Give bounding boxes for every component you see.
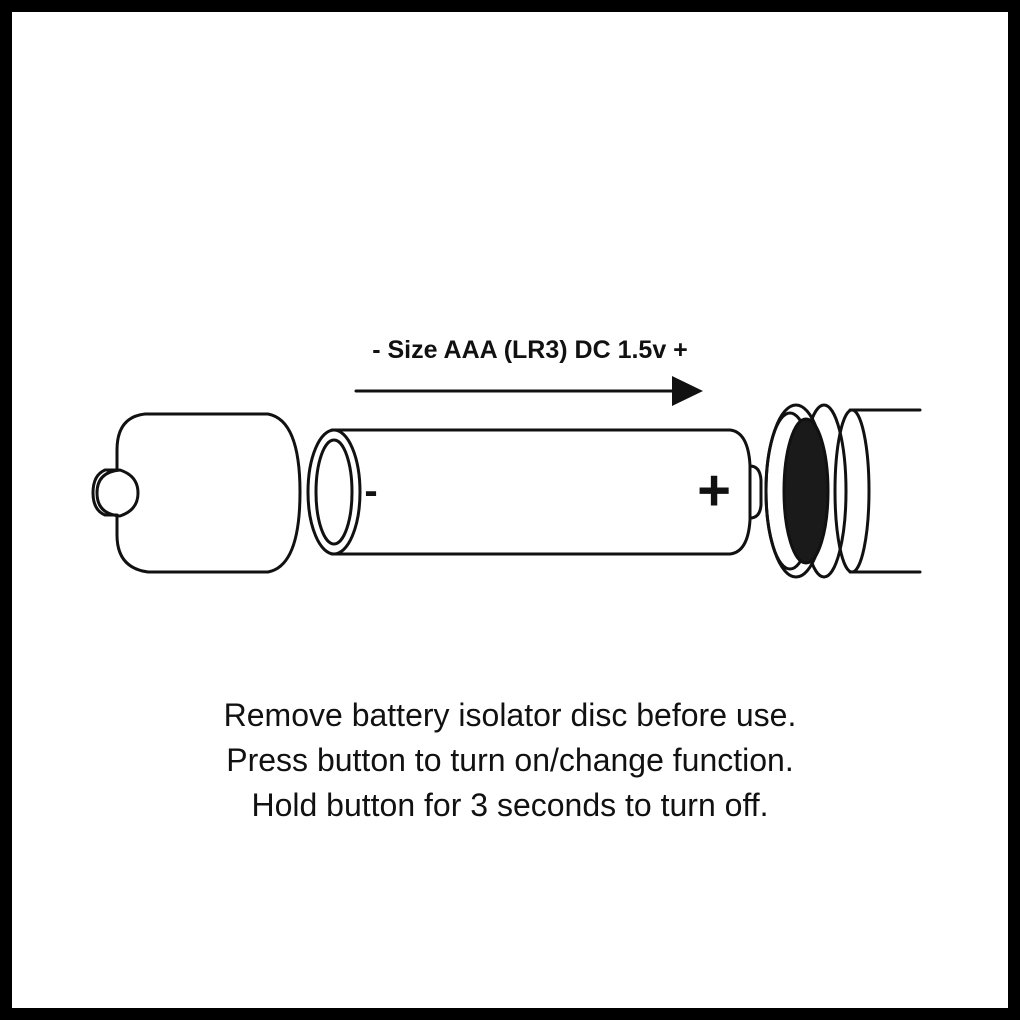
insertion-direction-arrow [354, 376, 703, 406]
instruction-line: Hold button for 3 seconds to turn off. [251, 787, 769, 823]
device-body-opening [764, 403, 922, 579]
cap-button [95, 468, 140, 518]
instructions-text: Remove battery isolator disc before use.… [0, 693, 1020, 828]
aaa-battery: - + [306, 428, 763, 556]
negative-terminal-sign: - [364, 469, 377, 513]
battery-spec-label: - Size AAA (LR3) DC 1.5v + [372, 336, 688, 364]
positive-terminal-sign: + [697, 458, 731, 523]
end-cap [91, 412, 302, 574]
instruction-line: Press button to turn on/change function. [226, 742, 794, 778]
instruction-line: Remove battery isolator disc before use. [223, 697, 797, 733]
battery-compartment [782, 417, 830, 565]
